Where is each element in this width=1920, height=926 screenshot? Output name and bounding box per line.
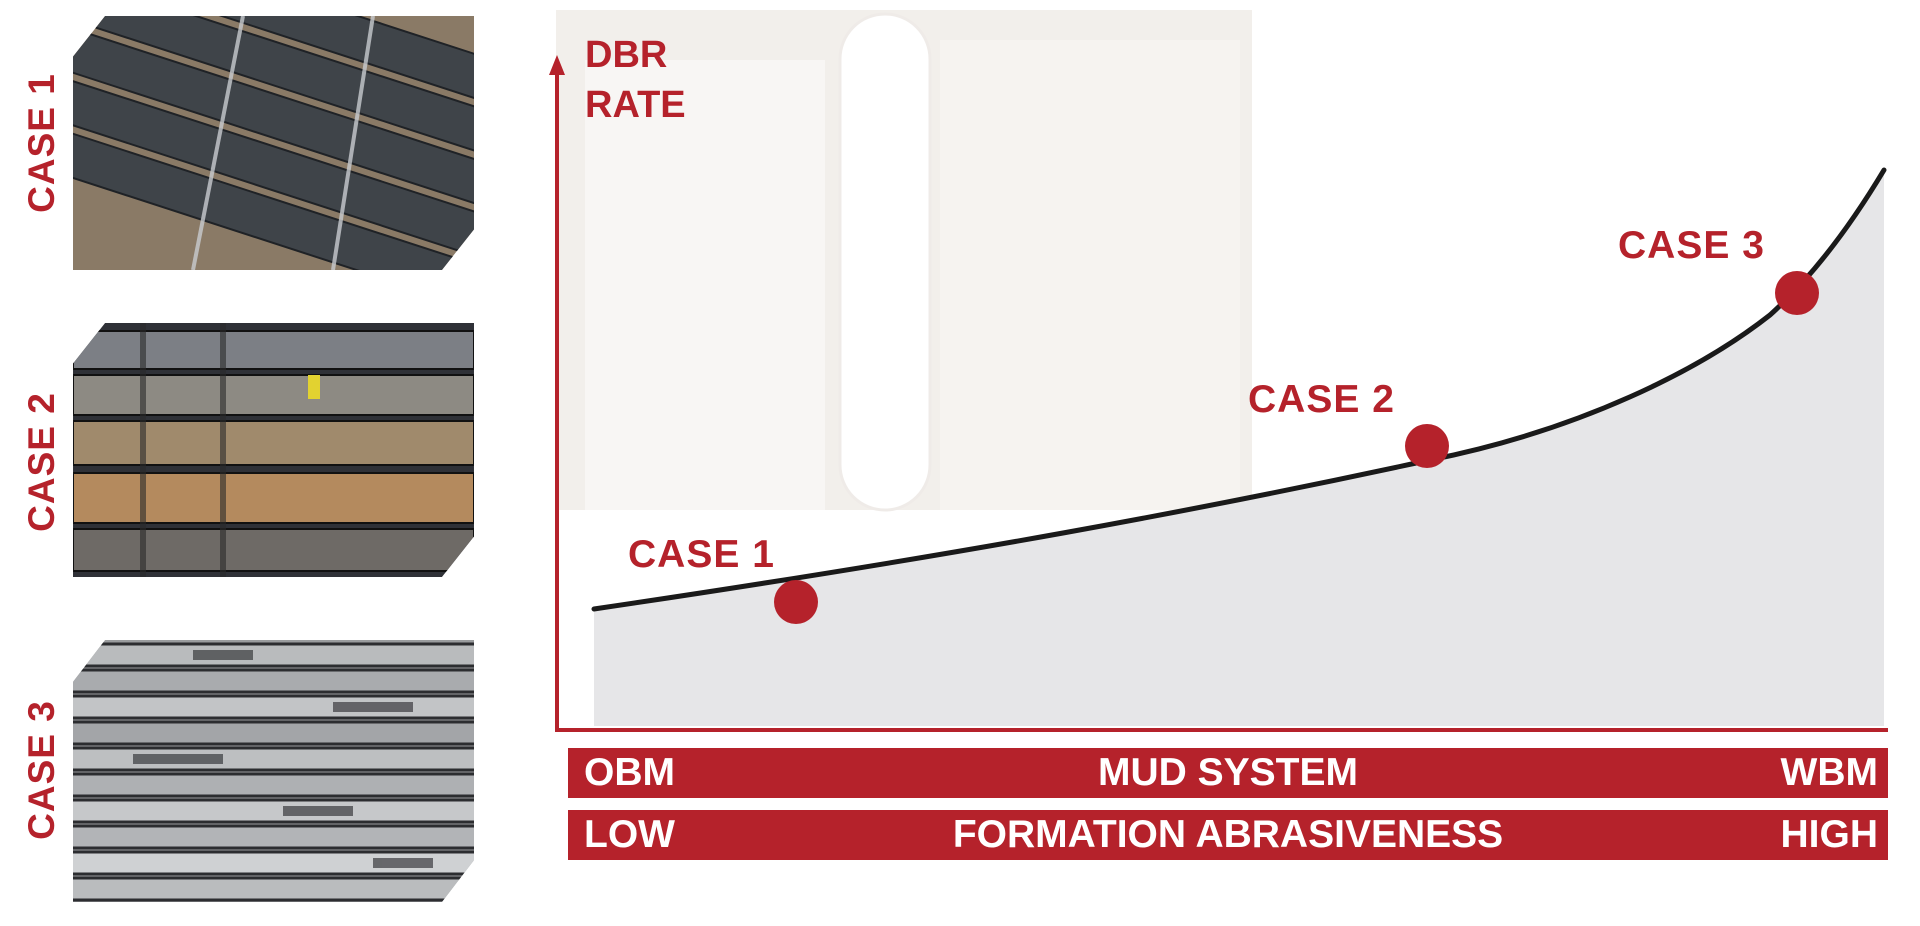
background-photo bbox=[556, 10, 1252, 512]
case-2-callout: CASE 2 bbox=[1248, 378, 1395, 421]
case-3-callout: CASE 3 bbox=[1618, 224, 1765, 267]
y-axis-title-line-1: DBR bbox=[585, 34, 668, 76]
case-1-photo bbox=[73, 16, 474, 270]
mud-system-band: OBM MUD SYSTEM WBM bbox=[568, 748, 1888, 798]
formation-left-label: LOW bbox=[584, 813, 675, 856]
case-2-point bbox=[1405, 424, 1449, 468]
case-2-photo bbox=[73, 323, 474, 577]
mud-system-left-label: OBM bbox=[584, 751, 675, 794]
curve-area bbox=[594, 170, 1884, 726]
formation-abrasiveness-band: LOW FORMATION ABRASIVENESS HIGH bbox=[568, 810, 1888, 860]
case-1-point bbox=[774, 580, 818, 624]
mud-system-title: MUD SYSTEM bbox=[1097, 751, 1359, 794]
case-3-photo bbox=[73, 640, 474, 902]
y-axis-arrow-icon bbox=[549, 55, 565, 75]
case-1-callout: CASE 1 bbox=[628, 533, 775, 576]
case-3-point bbox=[1775, 271, 1819, 315]
y-axis-title-line-2: RATE bbox=[585, 84, 686, 126]
mud-system-right-label: WBM bbox=[1780, 751, 1878, 794]
formation-title: FORMATION ABRASIVENESS bbox=[952, 813, 1504, 856]
formation-right-label: HIGH bbox=[1780, 813, 1879, 856]
y-axis-title: DBR RATE bbox=[585, 30, 686, 130]
